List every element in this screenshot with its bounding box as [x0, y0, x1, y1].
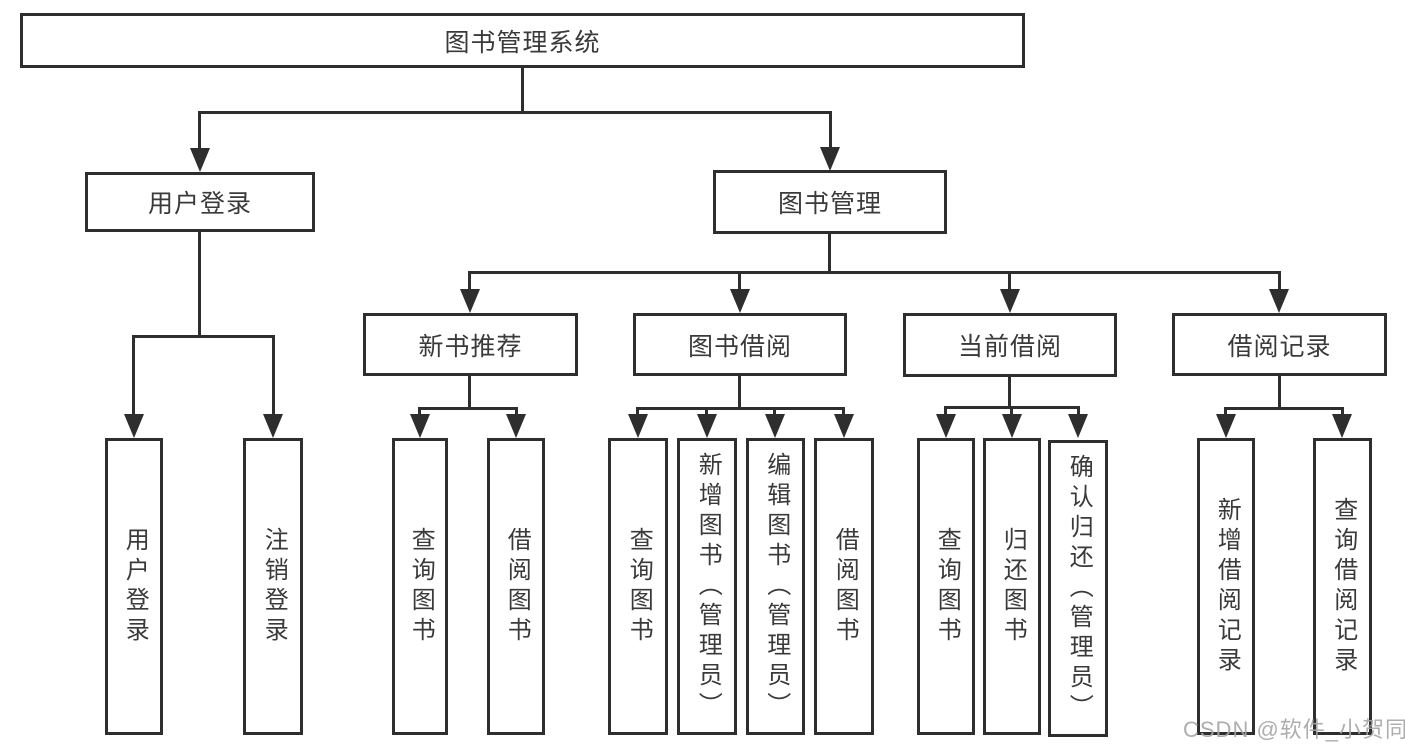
connector-line	[198, 232, 201, 338]
connector-line	[1008, 377, 1011, 409]
connector-line	[1008, 271, 1011, 292]
connector-line	[828, 234, 831, 274]
leaf-borrow-books: 借阅图书	[814, 438, 874, 735]
arrowhead-down-icon	[820, 147, 840, 171]
connector-line	[738, 376, 741, 410]
arrowhead-down-icon	[1332, 414, 1352, 438]
arrowhead-down-icon	[936, 414, 956, 438]
node-label: 用户登录	[147, 190, 252, 218]
connector-line	[198, 111, 832, 114]
node-label: 当前借阅	[957, 333, 1062, 361]
leaf-logout: 注销登录	[243, 438, 303, 735]
arrowhead-down-icon	[765, 414, 785, 438]
connector-line	[1278, 271, 1281, 292]
connector-line	[1010, 406, 1013, 419]
connector-line	[705, 407, 708, 419]
connector-line	[636, 407, 639, 419]
arrowhead-down-icon	[410, 414, 430, 438]
node-book-borrow: 图书借阅	[633, 313, 847, 376]
arrowhead-down-icon	[506, 414, 526, 438]
connector-line	[1224, 407, 1227, 419]
arrowhead-down-icon	[1002, 414, 1022, 438]
leaf-label: 确认归还（管理员）	[1065, 453, 1093, 724]
leaf-query-books-current: 查询图书	[917, 438, 975, 735]
arrowhead-down-icon	[1269, 289, 1289, 313]
connector-line	[773, 407, 776, 419]
node-label: 借阅记录	[1227, 332, 1332, 361]
node-current-borrow: 当前借阅	[903, 313, 1117, 377]
arrowhead-down-icon	[1068, 414, 1088, 438]
leaf-label: 用户登录	[121, 526, 149, 647]
connector-line	[418, 407, 518, 410]
node-label: 图书管理	[777, 190, 882, 218]
node-borrow-records: 借阅记录	[1172, 313, 1387, 376]
leaf-query-books-recommend: 查询图书	[392, 438, 448, 735]
connector-line	[198, 111, 201, 151]
leaf-query-borrow-record: 查询借阅记录	[1313, 438, 1372, 735]
connector-line	[1341, 407, 1344, 419]
leaf-add-books-admin: 新增图书（管理员）	[677, 438, 737, 735]
node-library-management-system: 图书管理系统	[20, 13, 1025, 68]
arrowhead-down-icon	[730, 289, 750, 313]
connector-line	[521, 68, 524, 114]
connector-line	[1077, 406, 1080, 419]
node-label: 新书推荐	[418, 332, 523, 361]
arrowhead-down-icon	[697, 414, 717, 438]
arrowhead-down-icon	[124, 414, 144, 438]
leaf-label: 借阅图书	[503, 526, 531, 647]
leaf-label: 查询借阅记录	[1329, 496, 1357, 677]
watermark: CSDN @软件_小贺同学	[1183, 717, 1405, 742]
connector-line	[515, 407, 518, 419]
leaf-label: 新增图书（管理员）	[694, 451, 722, 722]
node-book-management-branch: 图书管理	[713, 170, 947, 234]
connector-line	[132, 335, 275, 338]
connector-line	[468, 271, 471, 292]
leaf-label: 新增借阅记录	[1213, 496, 1241, 677]
connector-line	[842, 407, 845, 419]
leaf-label: 借阅图书	[831, 526, 859, 647]
connector-line	[738, 271, 741, 292]
connector-line	[1278, 376, 1281, 410]
arrowhead-down-icon	[460, 289, 480, 313]
node-label: 图书管理系统	[444, 28, 601, 57]
connector-line	[944, 406, 947, 419]
leaf-label: 归还图书	[999, 526, 1027, 647]
connector-line	[272, 335, 275, 417]
node-user-login-branch: 用户登录	[85, 172, 315, 232]
leaf-label: 编辑图书（管理员）	[762, 451, 790, 722]
leaf-return-books: 归还图书	[983, 438, 1041, 735]
connector-line	[468, 376, 471, 410]
node-new-book-recommend: 新书推荐	[363, 313, 578, 376]
arrowhead-down-icon	[263, 414, 283, 438]
connector-line	[829, 111, 832, 151]
leaf-label: 查询图书	[933, 526, 961, 647]
leaf-label: 查询图书	[625, 526, 653, 647]
connector-line	[1224, 407, 1344, 410]
leaf-query-books-borrow: 查询图书	[608, 438, 668, 735]
connector-line	[418, 407, 421, 419]
leaf-label: 查询图书	[407, 526, 435, 647]
arrowhead-down-icon	[628, 414, 648, 438]
arrowhead-down-icon	[1000, 289, 1020, 313]
leaf-borrow-books-recommend: 借阅图书	[487, 438, 545, 735]
leaf-label: 注销登录	[260, 526, 288, 647]
leaf-edit-books-admin: 编辑图书（管理员）	[746, 438, 805, 735]
leaf-confirm-return-admin: 确认归还（管理员）	[1048, 440, 1108, 737]
leaf-user-login: 用户登录	[105, 438, 163, 735]
connector-line	[468, 271, 1281, 274]
node-label: 图书借阅	[687, 332, 792, 361]
arrowhead-down-icon	[834, 414, 854, 438]
connector-line	[132, 335, 135, 417]
connector-line	[636, 407, 845, 410]
arrowhead-down-icon	[1216, 414, 1236, 438]
leaf-add-borrow-record: 新增借阅记录	[1197, 438, 1255, 735]
arrowhead-down-icon	[190, 148, 210, 172]
